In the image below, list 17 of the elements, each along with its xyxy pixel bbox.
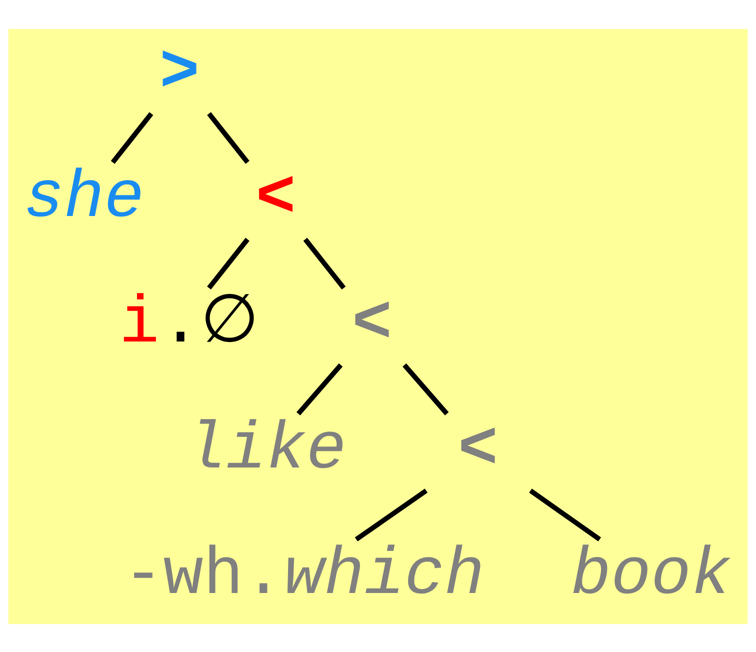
connector	[207, 237, 250, 290]
node-text: <	[458, 412, 498, 488]
node-text: >	[160, 34, 200, 111]
connector	[110, 112, 154, 164]
node-text: like	[186, 412, 346, 488]
node-text: i.∅	[119, 286, 259, 362]
connector	[529, 488, 602, 541]
node-text: -wh.which	[123, 537, 485, 614]
connector	[296, 362, 343, 415]
connector	[354, 488, 428, 541]
node-text: <	[352, 286, 392, 362]
node-text: book	[570, 537, 732, 614]
node-text: she	[24, 160, 144, 236]
connector	[402, 362, 449, 415]
connector	[303, 237, 346, 290]
connector	[207, 112, 250, 164]
node-text: <	[256, 160, 296, 236]
